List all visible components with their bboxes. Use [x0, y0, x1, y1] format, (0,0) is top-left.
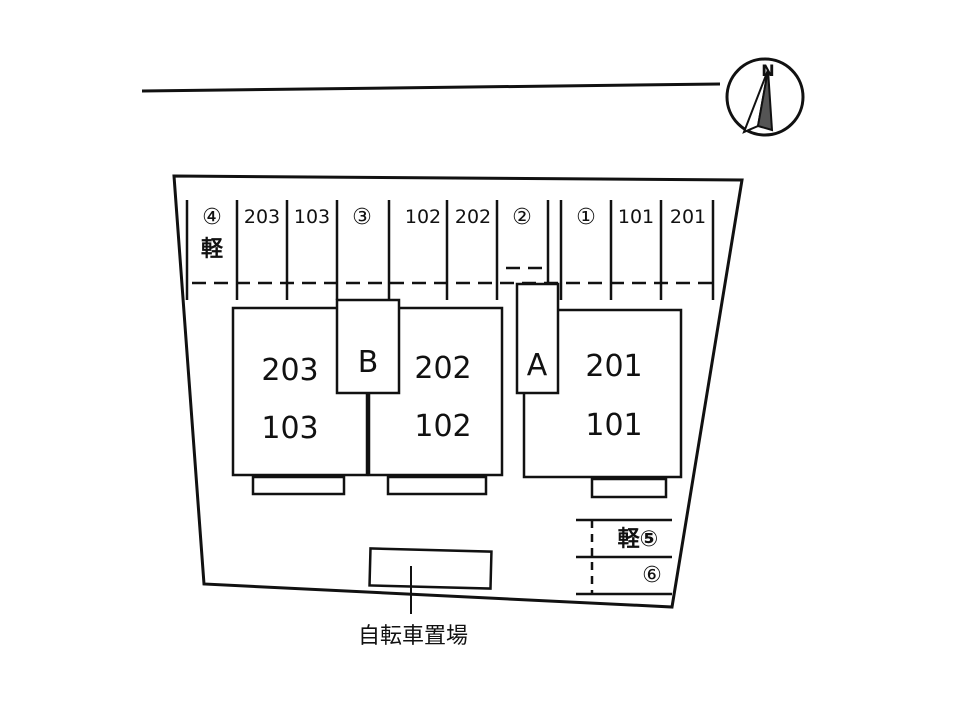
parking-slot-4: ④	[202, 205, 222, 230]
parking-slot-102: 102	[405, 206, 441, 228]
parking-slot-101: 101	[618, 206, 654, 228]
parking-slot-203: 203	[244, 206, 280, 228]
parking-slot-3: ③	[352, 205, 372, 230]
unit-101-label: 101	[585, 408, 642, 443]
parking-slot-4-kei: 軽	[201, 236, 224, 262]
parking-side	[576, 518, 672, 596]
stair-a-label: A	[527, 348, 548, 383]
parking-slot-202: 202	[455, 206, 491, 228]
stair-b: B	[335, 298, 401, 395]
parking-slot-201: 201	[670, 206, 706, 228]
parking-top-labels: ④ 軽 203 103 ③ 102 202 ② ① 101 201	[201, 205, 706, 262]
stair-a: A	[515, 282, 560, 395]
unit-103-label: 103	[261, 411, 318, 446]
road-line	[141, 82, 721, 93]
unit-201-label: 201	[585, 349, 642, 384]
unit-202-label: 202	[414, 351, 471, 386]
parking-slot-2: ②	[512, 205, 532, 230]
unit-203-label: 203	[261, 353, 318, 388]
bike-parking-label: 自転車置場	[358, 624, 468, 649]
stair-b-label: B	[358, 345, 379, 380]
north-label: N	[761, 61, 774, 80]
parking-slot-1: ①	[576, 205, 596, 230]
parking-slot-5: 軽⑤	[618, 526, 659, 552]
parking-slot-6: ⑥	[642, 563, 662, 588]
unit-102-label: 102	[414, 409, 471, 444]
north-compass-icon: N	[725, 57, 805, 137]
bike-parking: 自転車置場	[358, 547, 493, 649]
parking-slot-103: 103	[294, 206, 330, 228]
